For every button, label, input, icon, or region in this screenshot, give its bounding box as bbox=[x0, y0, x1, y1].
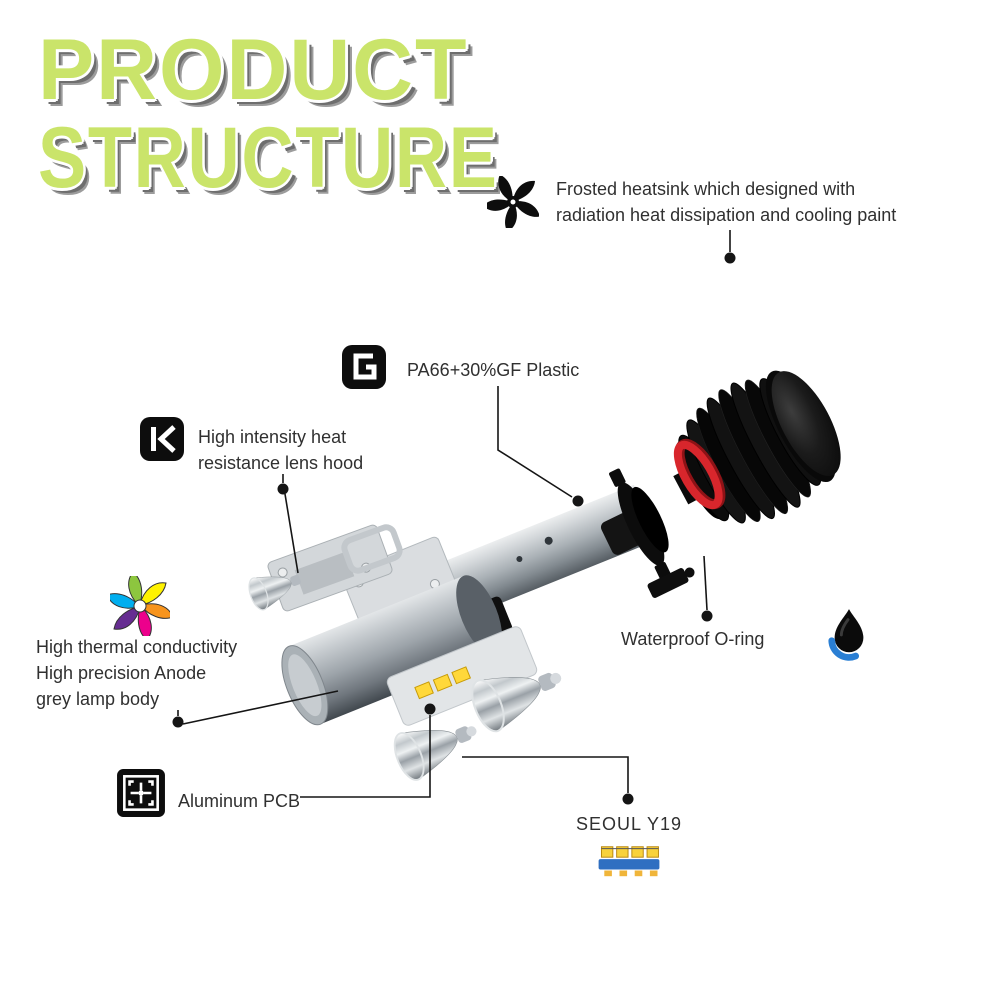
led-chip bbox=[432, 673, 453, 692]
plastic-callout-text: PA66+30%GF Plastic bbox=[407, 360, 580, 380]
lens-hood-leader-line bbox=[282, 474, 299, 574]
oring-leader-line bbox=[703, 555, 708, 611]
heatsink-dot bbox=[724, 252, 736, 264]
pcb-dot bbox=[424, 703, 436, 715]
pcb-leader-line bbox=[300, 715, 431, 798]
lens-hood-cone-small bbox=[248, 574, 301, 611]
led-leader-line bbox=[462, 756, 629, 793]
lens-hood-cone-b bbox=[393, 726, 477, 781]
led-chip-icon bbox=[598, 846, 660, 877]
fan-swirl-icon bbox=[487, 176, 539, 228]
led-callout-text: SEOUL Y19 bbox=[576, 814, 683, 834]
pcb-callout-text: Aluminum PCB bbox=[178, 791, 301, 811]
plastic-maze-icon bbox=[342, 345, 386, 389]
led-chip bbox=[451, 666, 472, 685]
pcb-pattern-icon bbox=[117, 769, 165, 817]
lens-hood-dot bbox=[277, 483, 289, 495]
plastic-dot bbox=[572, 495, 584, 507]
led-chip bbox=[414, 681, 434, 700]
lens-hood-cone-a bbox=[471, 672, 562, 733]
color-swirl-icon bbox=[110, 576, 170, 636]
callout-dots bbox=[172, 252, 736, 805]
heatsink-callout-text: Frosted heatsink which designed with rad… bbox=[556, 179, 897, 225]
lens-hood-icon bbox=[140, 417, 184, 461]
oring-part bbox=[673, 438, 726, 510]
title-line-1: PRODUCT bbox=[38, 22, 469, 118]
oring-callout-text: Waterproof O-ring bbox=[621, 629, 765, 649]
lamp-body-callout-text: High thermal conductivity High precision… bbox=[36, 637, 238, 709]
pcb-part bbox=[386, 626, 538, 726]
lens-hood-callout-text: High intensity heat resistance lens hood bbox=[198, 427, 364, 473]
plastic-leader-line bbox=[497, 386, 573, 498]
water-drop-icon bbox=[828, 609, 864, 661]
page-title: PRODUCT STRUCTURE bbox=[38, 26, 586, 202]
oring-dot bbox=[701, 610, 713, 622]
mount-frame-part bbox=[267, 524, 393, 612]
callout-lines bbox=[177, 230, 731, 798]
spring-clip-part bbox=[341, 524, 403, 574]
led-dot bbox=[622, 793, 634, 805]
title-line-2: STRUCTURE bbox=[38, 110, 499, 206]
lamp-body-leader-line bbox=[177, 690, 339, 725]
lamp-body-dot bbox=[172, 716, 184, 728]
retainer-clip-part bbox=[647, 567, 695, 598]
lamp-body-part bbox=[281, 575, 503, 726]
